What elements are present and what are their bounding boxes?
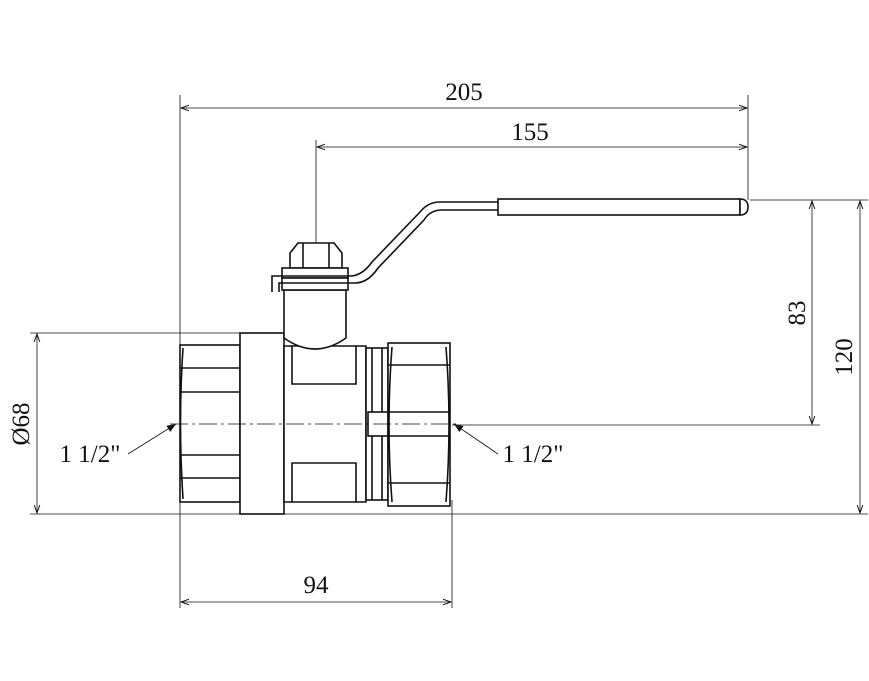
dim-total-height: 120 (831, 338, 858, 376)
dim-overall-length: 205 (445, 79, 483, 106)
dim-handle-length: 155 (511, 119, 549, 146)
valve-handle (271, 198, 749, 292)
thread-leaders (127, 423, 499, 455)
dim-body-diameter: Ø68 (8, 402, 35, 445)
thread-label-left: 1 1/2" (60, 441, 121, 468)
valve-body (170, 289, 460, 515)
dim-body-length: 94 (304, 572, 330, 599)
dimension-lines (37, 108, 860, 602)
thread-label-right: 1 1/2" (503, 441, 564, 468)
dim-handle-height: 83 (784, 301, 811, 326)
